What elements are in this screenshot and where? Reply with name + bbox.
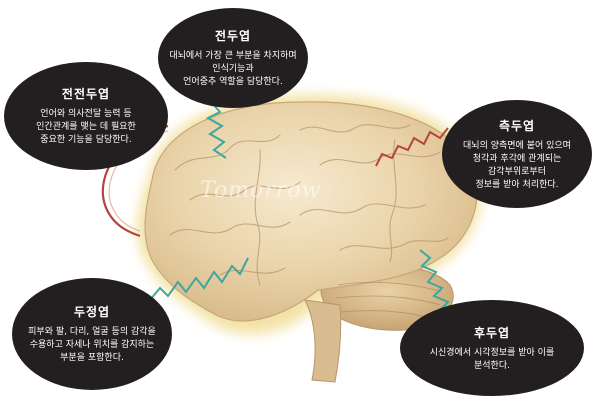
frontal-lobe-line: 인식기능과 bbox=[212, 64, 254, 74]
temporal-lobe-line: 대뇌의 양측면에 붙어 있으며 bbox=[463, 140, 571, 151]
frontal-lobe-line: 언어중추 역할을 담당한다. bbox=[183, 77, 283, 87]
occipital-lobe-line: 시신경에서 시각정보를 받아 이를 bbox=[429, 347, 555, 358]
temporal-lobe-title: 측두엽 bbox=[498, 118, 536, 133]
occipital-lobe-title: 후두엽 bbox=[473, 325, 511, 340]
parietal-connector bbox=[149, 257, 249, 301]
occipital-lobe-line: 분석한다. bbox=[474, 360, 510, 371]
frontal-lobe-title: 전두엽 bbox=[214, 29, 252, 43]
brain-stem bbox=[304, 299, 342, 383]
temporal-lobe-bubble: 측두엽 대뇌의 양측면에 붙어 있으며 청각과 후각에 관계되는 감각부위로부터… bbox=[442, 100, 592, 208]
frontal-lobe-line: 대뇌에서 가장 큰 부분을 차지하며 bbox=[169, 51, 297, 61]
prefrontal-lobe-bubble: 전전두엽 언어와 의사전달 능력 등 인간관계를 맺는 데 필요한 중요한 기능… bbox=[4, 62, 168, 170]
frontal-lobe-bubble: 전두엽 대뇌에서 가장 큰 부분을 차지하며 인식기능과 언어중추 역할을 담당… bbox=[158, 8, 308, 108]
prefrontal-lobe-title: 전전두엽 bbox=[61, 87, 111, 101]
occipital-lobe-bubble: 후두엽 시신경에서 시각정보를 받아 이를 분석한다. bbox=[400, 300, 584, 396]
temporal-connector bbox=[375, 127, 449, 167]
watermark: Tomorrow bbox=[200, 178, 322, 203]
temporal-lobe-line: 청각과 후각에 관계되는 bbox=[472, 153, 562, 164]
parietal-lobe-title: 두정엽 bbox=[73, 305, 111, 319]
occipital-connector bbox=[419, 249, 450, 311]
temporal-lobe-line: 감각부위로부터 bbox=[488, 166, 546, 177]
prefrontal-lobe-line: 중요한 기능을 담당한다. bbox=[40, 135, 132, 145]
frontal-connector bbox=[205, 103, 227, 159]
parietal-lobe-line: 부분을 포함한다. bbox=[60, 353, 124, 363]
prefrontal-lobe-line: 언어와 의사전달 능력 등 bbox=[40, 109, 132, 119]
parietal-lobe-bubble: 두정엽 피부와 팔, 다리, 얼굴 등의 감각을 수용하고 자세나 위치를 감지… bbox=[12, 278, 172, 390]
prefrontal-lobe-line: 인간관계를 맺는 데 필요한 bbox=[36, 122, 136, 132]
temporal-lobe-line: 정보를 받아 처리한다. bbox=[475, 179, 559, 190]
parietal-lobe-line: 피부와 팔, 다리, 얼굴 등의 감각을 bbox=[28, 327, 156, 337]
parietal-lobe-line: 수용하고 자세나 위치를 감지하는 bbox=[29, 340, 155, 350]
